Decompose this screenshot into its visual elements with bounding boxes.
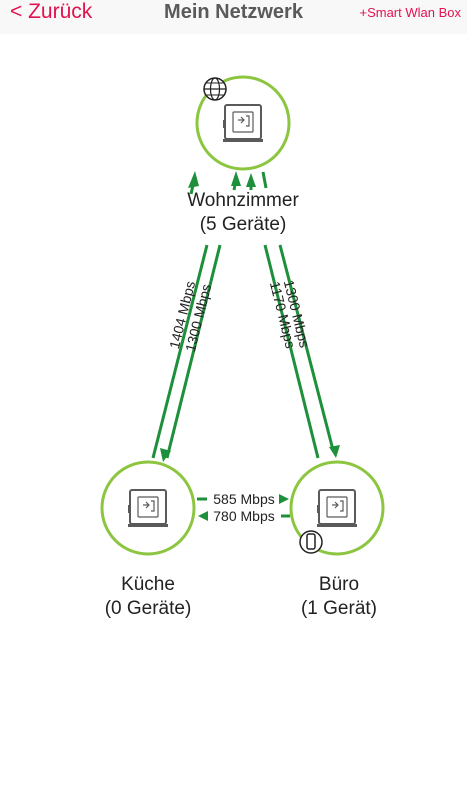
- node-device-count: (1 Gerät): [300, 598, 378, 619]
- router-icon: [127, 489, 169, 528]
- node-label-buero: Büro (1 Gerät): [259, 573, 419, 621]
- node-name: Küche: [121, 574, 175, 595]
- router-icon: [316, 489, 358, 528]
- node-label-wohnzimmer: Wohnzimmer (5 Geräte): [143, 189, 343, 237]
- node-device-count: (5 Geräte): [199, 214, 287, 235]
- navigation-bar: < Zurück Mein Netzwerk +Smart Wlan Box: [0, 0, 467, 34]
- node-name: Wohnzimmer: [187, 190, 299, 211]
- globe-icon: [203, 77, 227, 101]
- smartphone-icon: [299, 530, 323, 554]
- add-smart-wlan-box-button[interactable]: +Smart Wlan Box: [359, 5, 461, 20]
- node-name: Büro: [318, 574, 360, 595]
- node-wohnzimmer[interactable]: [195, 75, 291, 171]
- link-label-kueche-buero-back: 780 Mbps: [213, 508, 274, 524]
- link-wohnzimmer-buero: [231, 171, 340, 459]
- router-icon: [222, 104, 264, 143]
- node-label-kueche: Küche (0 Geräte): [68, 573, 228, 621]
- link-wohnzimmer-kueche: [151, 171, 222, 462]
- network-graph: 1404 Mbps 1300 Mbps 1300 Mbps 1170 Mbps …: [100, 75, 385, 556]
- node-kueche[interactable]: [100, 460, 196, 556]
- node-device-count: (0 Geräte): [104, 598, 192, 619]
- network-map: 1404 Mbps 1300 Mbps 1300 Mbps 1170 Mbps …: [0, 34, 467, 800]
- link-label-kueche-buero-forward: 585 Mbps: [213, 491, 274, 507]
- back-button[interactable]: < Zurück: [10, 0, 93, 23]
- link-kueche-buero: [197, 494, 290, 521]
